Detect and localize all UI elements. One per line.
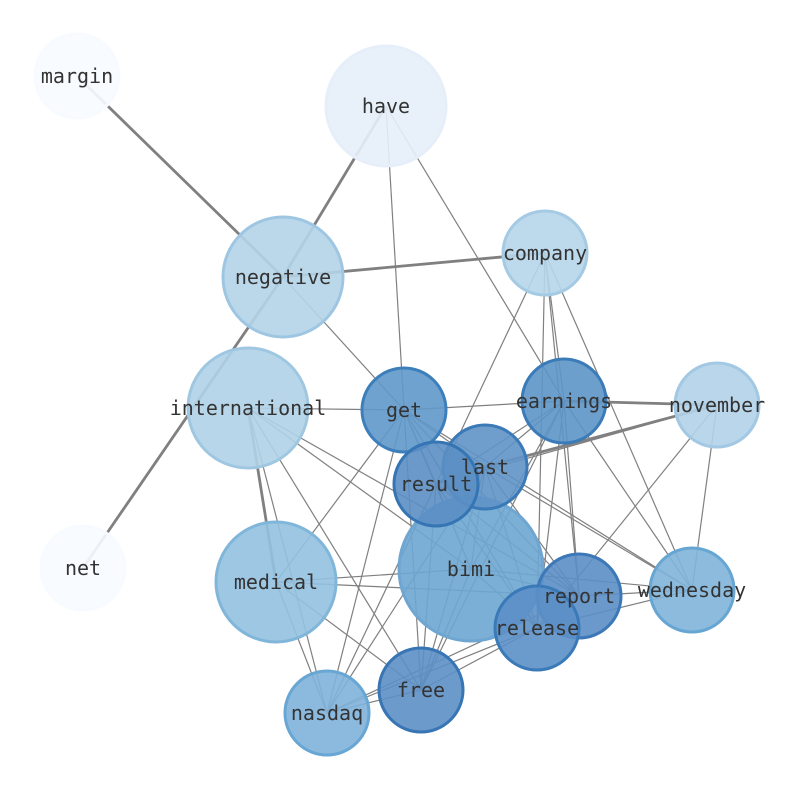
node-label-earnings: earnings bbox=[516, 389, 612, 413]
node-medical bbox=[214, 520, 338, 644]
node-label-get: get bbox=[386, 398, 422, 422]
node-circle-free bbox=[377, 646, 465, 734]
node-circle-net bbox=[39, 524, 127, 612]
node-circle-nasdaq bbox=[283, 669, 371, 757]
node-circle-negative bbox=[221, 215, 345, 339]
edge-get-nasdaq bbox=[326, 409, 405, 714]
node-label-nasdaq: nasdaq bbox=[291, 701, 363, 725]
node-label-negative: negative bbox=[235, 265, 331, 289]
node-circle-company bbox=[501, 209, 589, 297]
node-label-wednesday: wednesday bbox=[638, 578, 746, 602]
node-label-margin: margin bbox=[41, 64, 113, 88]
node-label-result: result bbox=[400, 472, 472, 496]
node-circle-november bbox=[673, 361, 761, 449]
node-label-last: last bbox=[461, 455, 509, 479]
node-label-have: have bbox=[362, 94, 410, 118]
node-earnings bbox=[520, 357, 608, 445]
node-circle-international bbox=[186, 346, 310, 470]
node-release bbox=[493, 584, 581, 672]
node-margin bbox=[33, 32, 121, 120]
node-circle-margin bbox=[33, 32, 121, 120]
node-negative bbox=[221, 215, 345, 339]
node-circle-medical bbox=[214, 520, 338, 644]
node-november bbox=[673, 361, 761, 449]
node-nasdaq bbox=[283, 669, 371, 757]
node-label-free: free bbox=[397, 678, 445, 702]
node-label-release: release bbox=[495, 616, 579, 640]
node-circle-earnings bbox=[520, 357, 608, 445]
node-net bbox=[39, 524, 127, 612]
node-label-report: report bbox=[543, 584, 615, 608]
node-label-net: net bbox=[65, 556, 101, 580]
nodes-layer: margin have negative company international ne… bbox=[33, 32, 765, 757]
node-circle-get bbox=[360, 366, 448, 454]
node-free bbox=[377, 646, 465, 734]
node-label-november: november bbox=[669, 393, 765, 417]
node-company bbox=[501, 209, 589, 297]
node-circle-result bbox=[392, 440, 480, 528]
node-label-medical: medical bbox=[234, 570, 318, 594]
node-label-international: international bbox=[170, 396, 327, 420]
node-circle-wednesday bbox=[648, 546, 736, 634]
node-get bbox=[360, 366, 448, 454]
node-label-bimi: bimi bbox=[447, 557, 495, 581]
node-label-company: company bbox=[503, 241, 587, 265]
node-circle-have bbox=[324, 44, 448, 168]
node-international bbox=[186, 346, 310, 470]
node-wednesday bbox=[648, 546, 736, 634]
node-have bbox=[324, 44, 448, 168]
edge-company-wednesday bbox=[544, 252, 693, 591]
node-result bbox=[392, 440, 480, 528]
node-circle-release bbox=[493, 584, 581, 672]
